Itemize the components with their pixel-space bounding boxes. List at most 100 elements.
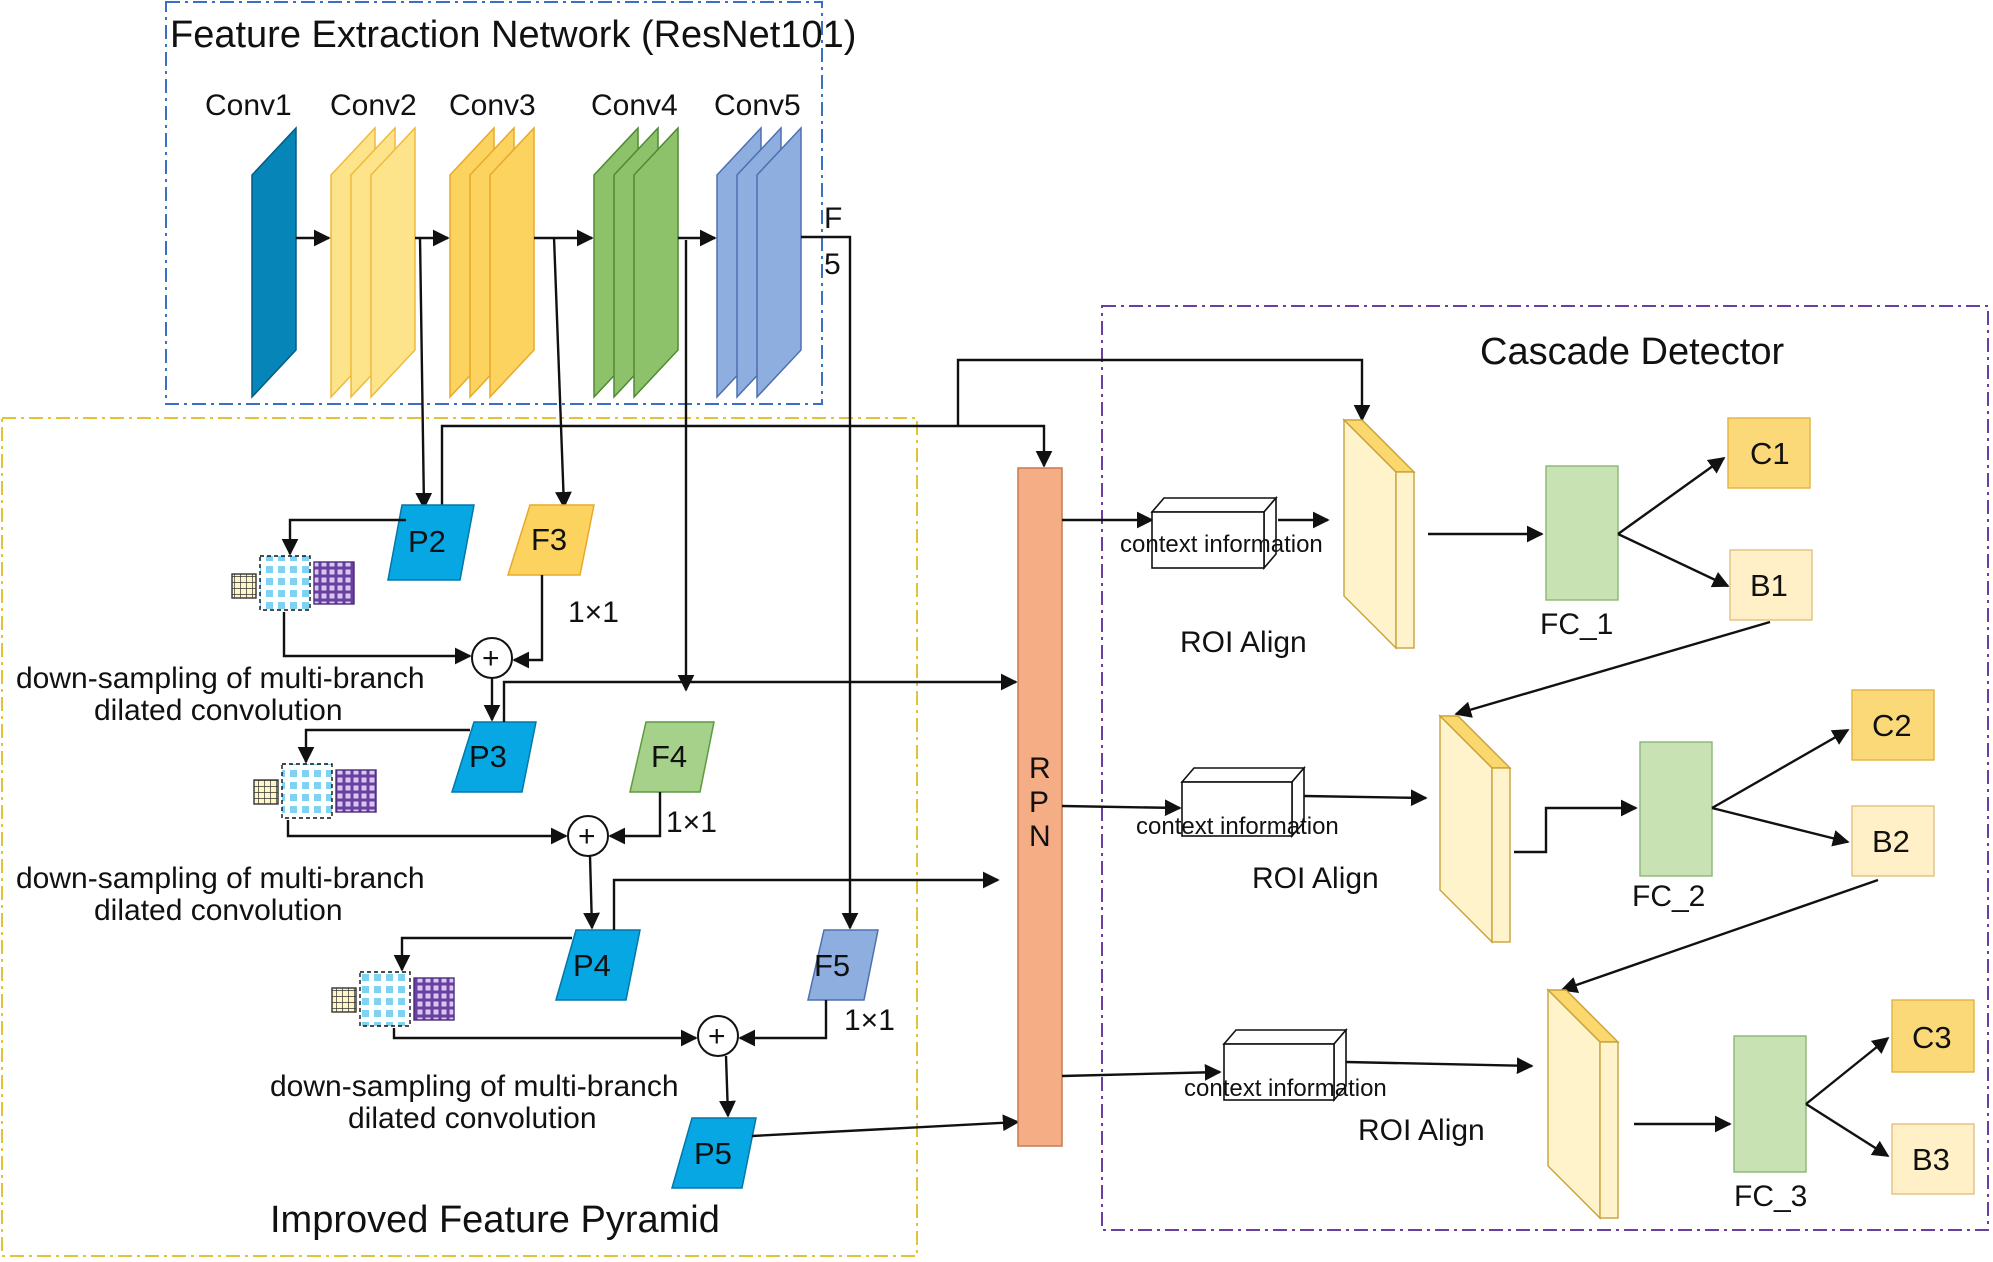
edge-f3-sum1 xyxy=(512,575,544,669)
conv2-layer-3 xyxy=(370,126,416,399)
edge-fc1-c1 xyxy=(1617,457,1726,535)
edge-conv3-f3 xyxy=(552,236,572,509)
small-grid-icon-2 xyxy=(253,779,279,805)
class-label-c2: C2 xyxy=(1872,708,1912,743)
node-p3-label: P3 xyxy=(469,739,507,774)
cascade-region xyxy=(1101,305,1989,1231)
roi-label-2: ROI Align xyxy=(1252,862,1379,895)
purple-grid-icon-1 xyxy=(313,561,355,605)
small-grid-icon-1 xyxy=(231,573,257,599)
roi-label-3: ROI Align xyxy=(1358,1114,1485,1147)
edge-conv2-p2 xyxy=(415,236,433,510)
edge-downsample-3-sum3 xyxy=(392,1028,698,1047)
downsample-module-3: down-sampling of multi-branch dilated co… xyxy=(270,936,698,1135)
node-p3 xyxy=(450,721,537,793)
stage-label-conv4: Conv4 xyxy=(591,89,678,122)
bbox-label-b3: B3 xyxy=(1912,1142,1950,1177)
conv4-layer-3 xyxy=(633,126,679,399)
fc-label-2: FC_2 xyxy=(1632,880,1705,913)
roi-align-2 xyxy=(1438,714,1512,944)
context-box-2 xyxy=(1180,765,1306,839)
downsample-module-1: down-sampling of multi-branch dilated co… xyxy=(16,518,472,727)
edge-p2-bus xyxy=(440,424,1053,508)
edge-p3-downsample-2 xyxy=(297,728,470,764)
class-label-c3: C3 xyxy=(1912,1020,1952,1055)
edge-context-roi-3 xyxy=(1345,1057,1534,1075)
lateral-label-1: 1×1 xyxy=(568,596,619,629)
fc-block-3 xyxy=(1733,1035,1807,1173)
edge-fc2-b2 xyxy=(1711,806,1850,847)
conv3-layer-3 xyxy=(489,126,535,399)
conv3-block xyxy=(449,126,535,399)
backbone-title: Feature Extraction Network (ResNet101) xyxy=(170,14,856,56)
conv1-block xyxy=(251,126,297,399)
edge-rpn-context-3 xyxy=(1061,1063,1222,1081)
stage-label-conv5: Conv5 xyxy=(714,89,801,122)
node-f5-label: F5 xyxy=(814,948,850,983)
edge-sum2-p4 xyxy=(583,855,600,930)
edge-p4-rpn xyxy=(612,871,1000,930)
node-p2 xyxy=(387,504,475,581)
edge-p2-downsample-1 xyxy=(281,518,406,556)
edge-bus-roi1 xyxy=(956,358,1371,426)
class-box-c1 xyxy=(1727,417,1811,489)
class-box-c3 xyxy=(1891,999,1975,1073)
class-box-c2 xyxy=(1851,689,1935,761)
f5-tap-label-top: F xyxy=(824,202,842,235)
node-f4 xyxy=(629,721,715,793)
edge-fc1-b1 xyxy=(1617,532,1730,588)
cascade-stage-2: context information ROI Align FC_2 C2 B2 xyxy=(1061,689,1935,944)
edge-conv5-f5 xyxy=(801,235,859,930)
edge-downsample-1-sum1 xyxy=(282,612,472,665)
class-label-c1: C1 xyxy=(1750,436,1790,471)
purple-grid-icon-2 xyxy=(335,769,377,813)
conv1-layer xyxy=(251,126,297,399)
backbone-region xyxy=(165,1,823,405)
edge-downsample-2-sum2 xyxy=(286,820,568,845)
edge-p3-rpn xyxy=(502,673,1018,722)
conv5-block xyxy=(716,126,802,399)
edge-rpn-context-2 xyxy=(1061,799,1182,817)
bbox-box-b3 xyxy=(1891,1123,1975,1195)
node-p4 xyxy=(555,929,641,1001)
bbox-box-b2 xyxy=(1851,805,1935,877)
cascade-stage-3: context information ROI Align FC_3 C3 B3 xyxy=(1061,988,1975,1220)
sum-node-1-symbol: + xyxy=(482,642,500,675)
bbox-label-b1: B1 xyxy=(1750,568,1788,603)
node-f5 xyxy=(807,929,879,1001)
context-label-3: context information xyxy=(1184,1075,1387,1102)
conv2-block xyxy=(330,126,416,399)
edge-b2-roi3 xyxy=(1560,878,1879,993)
downsample-3-label-line2: dilated convolution xyxy=(348,1102,597,1135)
node-p5 xyxy=(671,1117,757,1189)
fc-label-1: FC_1 xyxy=(1540,608,1613,641)
rpn-letter-p: P xyxy=(1029,786,1049,819)
edge-p4-downsample-3 xyxy=(393,936,572,972)
downsample-1-label-line1: down-sampling of multi-branch xyxy=(16,662,425,695)
context-box-3 xyxy=(1222,1027,1348,1103)
edge-sum3-p5 xyxy=(719,1055,736,1118)
sum-node-3 xyxy=(697,1015,739,1057)
edge-fc2-c2 xyxy=(1711,728,1850,810)
purple-grid-icon-3 xyxy=(413,977,455,1021)
node-f4-label: F4 xyxy=(651,739,687,774)
stage-label-conv3: Conv3 xyxy=(449,89,536,122)
downsample-1-label-line2: dilated convolution xyxy=(94,694,343,727)
pyramid-region xyxy=(1,417,918,1257)
sum-node-2 xyxy=(567,815,609,857)
node-f3-label: F3 xyxy=(531,522,567,557)
context-label-2: context information xyxy=(1136,813,1339,840)
roi-align-1 xyxy=(1342,418,1416,650)
conv5-layer-3 xyxy=(756,126,802,399)
dilated-grid-icon-2 xyxy=(281,763,333,819)
node-p4-label: P4 xyxy=(573,948,611,983)
lateral-label-3: 1×1 xyxy=(844,1004,895,1037)
node-p5-label: P5 xyxy=(694,1136,732,1171)
downsample-3-label-line1: down-sampling of multi-branch xyxy=(270,1070,679,1103)
node-f3 xyxy=(506,504,595,576)
cascade-stage-1: context information ROI Align FC_1 C1 B1 xyxy=(1062,417,1813,659)
rpn-block xyxy=(1017,467,1063,1147)
downsample-2-label-line1: down-sampling of multi-branch xyxy=(16,862,425,895)
node-p2-label: P2 xyxy=(408,524,446,559)
